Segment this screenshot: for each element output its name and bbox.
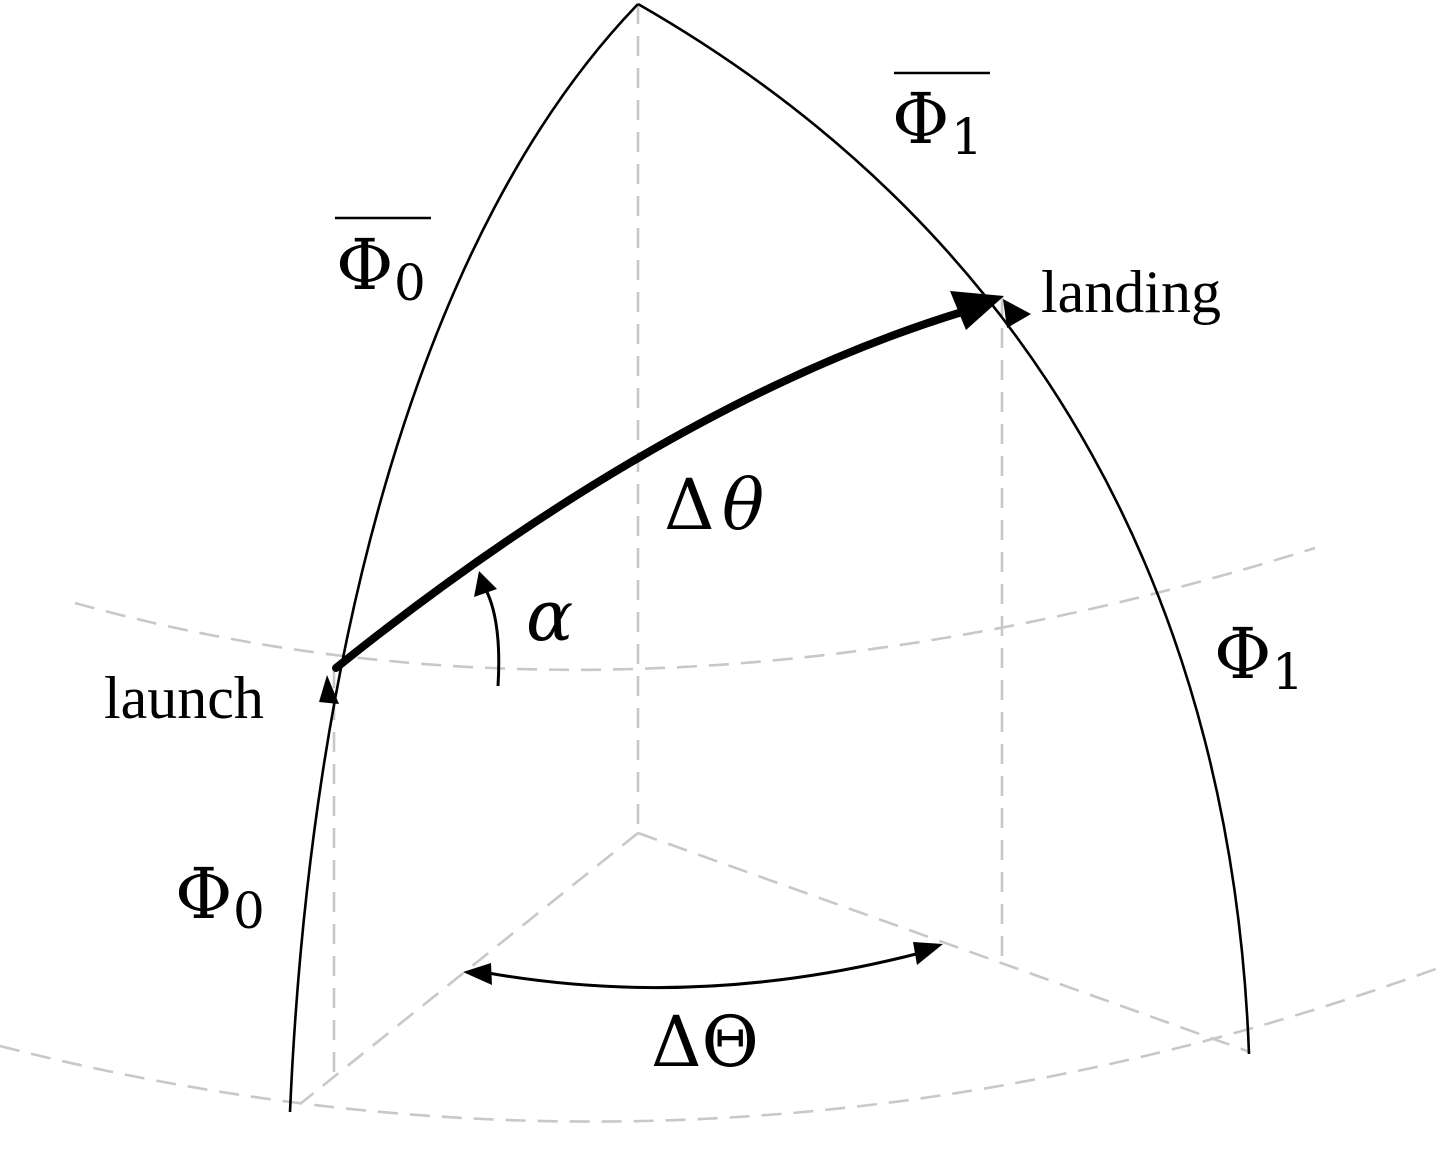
phi0-bar-symbol: Φ (336, 224, 393, 306)
meridian-phi0 (288, 3, 639, 1113)
landing-marker-arrowhead (1003, 299, 1031, 328)
phi1-subscript: 1 (1272, 643, 1304, 701)
phi1-label: Φ 1 (1214, 613, 1304, 701)
delta-theta-delta: Δ (664, 464, 715, 546)
phi0-label: Φ 0 (175, 853, 265, 940)
base-radius-landing (637, 831, 1251, 1054)
phi1-bar-subscript: 1 (951, 108, 983, 166)
delta-theta-label: Δ θ (664, 464, 764, 546)
launch-label: launch (104, 665, 264, 731)
launch-marker-arrowhead (319, 675, 339, 704)
alpha-arrowhead (474, 571, 497, 597)
trajectory-arrowhead (950, 291, 1004, 330)
phi0-bar-label: Φ 0 (335, 216, 431, 312)
phi0-symbol: Φ (175, 853, 232, 935)
delta-big-theta-label: ΔΘ (651, 1001, 759, 1083)
trajectory-path (332, 308, 966, 672)
meridian-phi1 (637, 2, 1251, 1055)
delta-big-theta-arc (487, 951, 921, 990)
phi0-bar-subscript: 0 (394, 254, 426, 312)
phi1-symbol: Φ (1214, 613, 1271, 695)
landing-label: landing (1041, 259, 1221, 325)
alpha-label: α (526, 575, 573, 657)
phi1-bar-symbol: Φ (892, 78, 949, 160)
delta-theta-theta: θ (722, 464, 764, 546)
delta-big-theta-right-arrowhead (913, 942, 943, 965)
delta-big-theta-left-arrowhead (463, 963, 492, 985)
construction-lines (0, 4, 1444, 1123)
base-radius-launch (299, 831, 639, 1106)
meridians (288, 2, 1251, 1113)
phi0-subscript: 0 (233, 882, 265, 940)
latitude-arc-launch (74, 546, 1316, 672)
phi1-bar-label: Φ 1 (892, 71, 990, 166)
alpha-angle-arc (483, 587, 501, 687)
